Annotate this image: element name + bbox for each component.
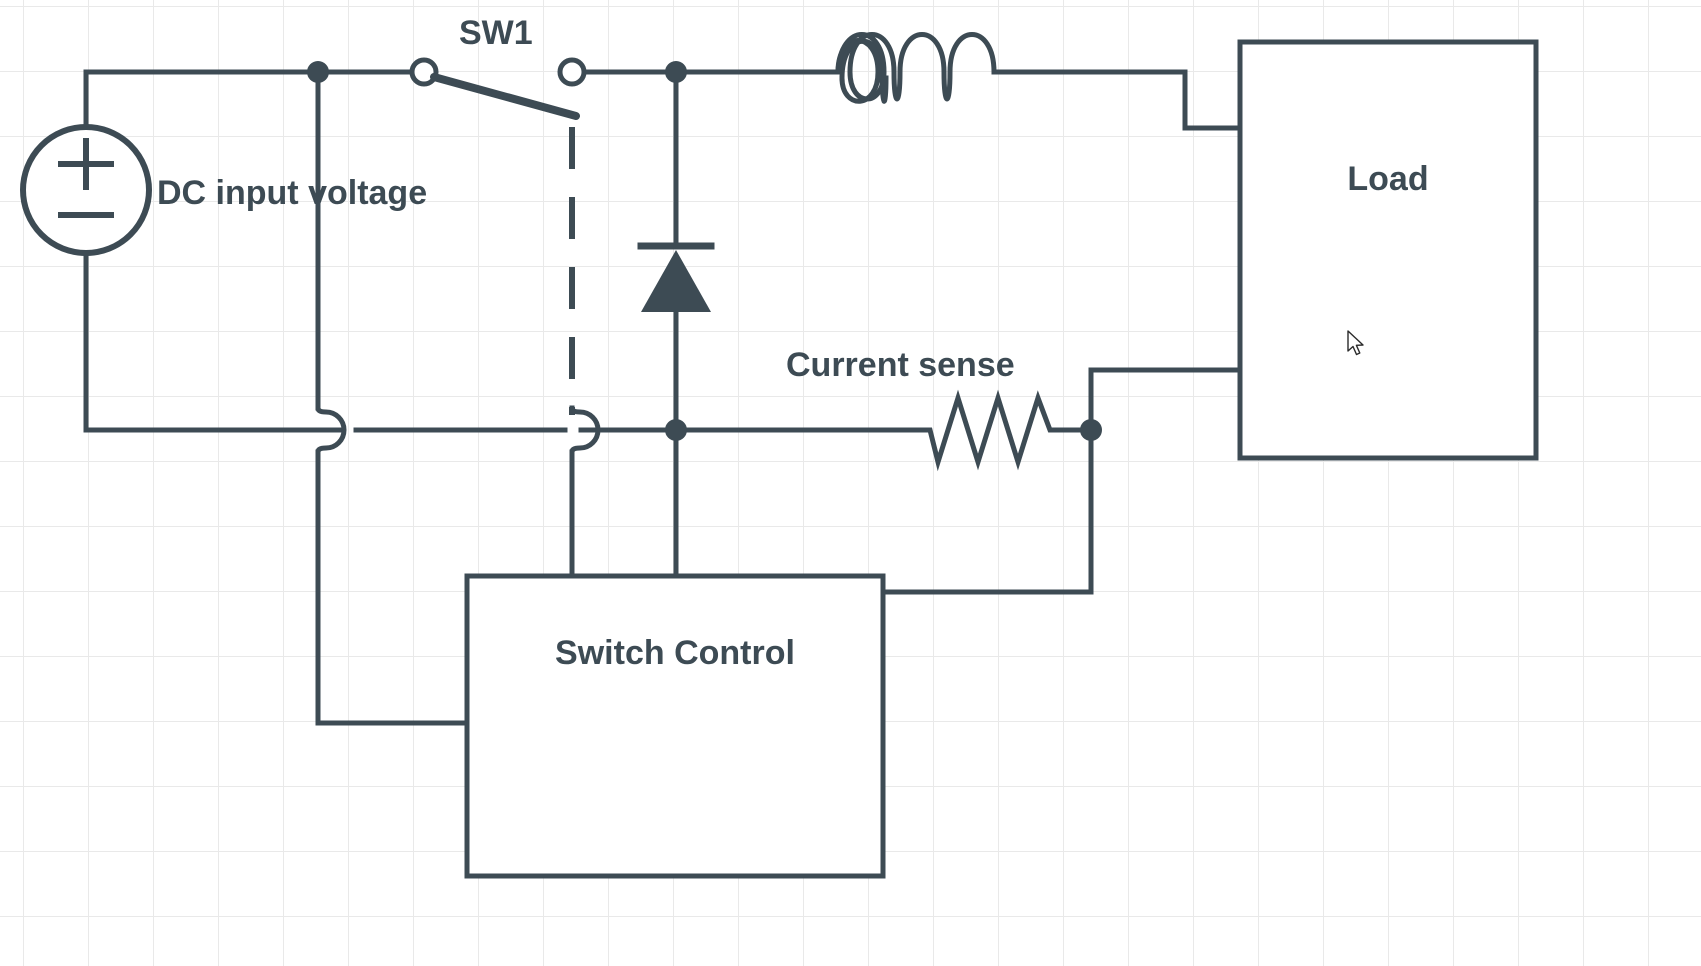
junction-dot-top-mid: [665, 61, 687, 83]
wire-inductor-to-load-top: [994, 69, 1246, 131]
wire-control-branch-hop: [569, 405, 601, 455]
junction-dot-top-left: [307, 61, 329, 83]
wire-source-top: [83, 69, 415, 130]
load-block-rect: [1237, 39, 1539, 461]
diode-anode-triangle: [641, 250, 711, 312]
sw1-lever: [430, 73, 580, 120]
sw1-right-terminal: [557, 57, 587, 87]
junction-dot-bottom-mid: [665, 419, 687, 441]
label-load: Load: [1347, 160, 1429, 198]
wire-sense-to-control: [794, 427, 1094, 595]
voltage-source-plus-icon: [58, 138, 114, 190]
junction-dot-right: [1080, 419, 1102, 441]
label-dc-input-voltage: DC input voltage: [157, 174, 428, 212]
label-sw1: SW1: [459, 14, 533, 52]
sw1-left-terminal: [409, 57, 439, 87]
wire-node-to-load-bottom: [1088, 367, 1246, 433]
label-current-sense: Current sense: [786, 346, 1015, 384]
resistor-zigzag: [918, 389, 1091, 472]
label-switch-control: Switch Control: [555, 634, 795, 672]
wire-left-branch-lower: [315, 449, 470, 726]
wire-left-branch-hop: [315, 405, 347, 455]
wire-source-bottom: [83, 250, 321, 433]
inductor-turns: [835, 32, 1000, 102]
switch-control-block-rect: [464, 573, 886, 879]
